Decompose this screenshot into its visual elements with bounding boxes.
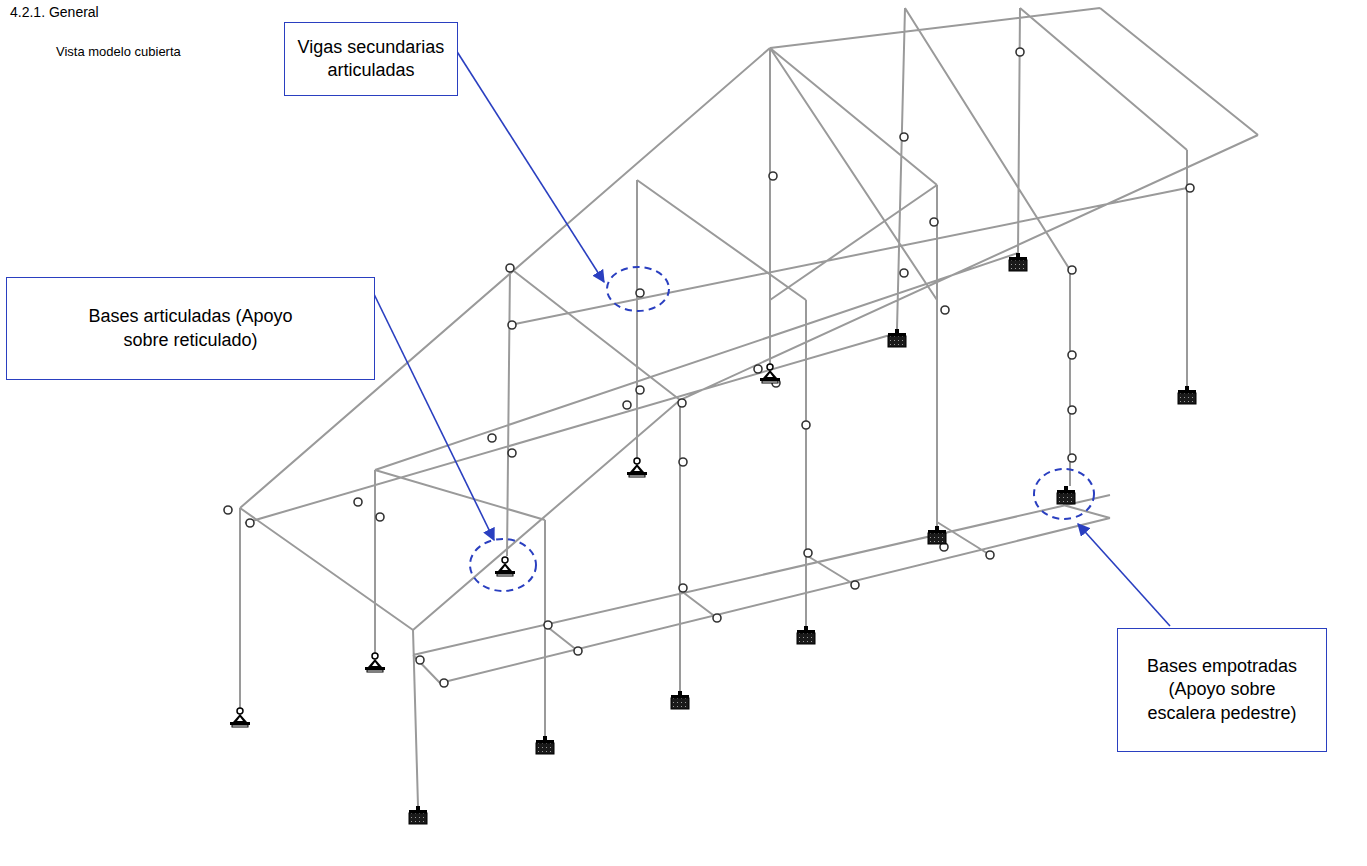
hinge-marker — [508, 321, 516, 329]
hinge-marker — [636, 386, 644, 394]
hinge-marker — [1068, 351, 1076, 359]
leader-arrow — [456, 50, 604, 282]
leader-arrow — [372, 290, 494, 540]
hinge-marker — [488, 434, 496, 442]
hinge-marker — [224, 506, 232, 514]
hinge-marker — [440, 679, 448, 687]
fixed-support — [888, 329, 906, 347]
fixed-support — [1178, 386, 1196, 404]
hinge-marker — [930, 218, 938, 226]
pinned-support — [230, 708, 250, 727]
hinge-marker — [1068, 266, 1076, 274]
hinge-marker — [1186, 184, 1194, 192]
hinge-marker — [679, 458, 687, 466]
hinge-marker — [851, 581, 859, 589]
callout-text: Bases empotradas (Apoyo sobre escalera p… — [1136, 655, 1308, 725]
fixed-support — [1057, 486, 1075, 504]
fixed-support — [536, 736, 554, 754]
hinge-marker — [802, 421, 810, 429]
callout-text: Vigas secundarias articuladas — [293, 36, 449, 83]
hinge-marker — [246, 519, 254, 527]
callout-box: Bases articuladas (Apoyo sobre reticulad… — [6, 277, 375, 380]
highlight-circle — [607, 267, 669, 311]
hinge-marker — [1068, 454, 1076, 462]
fixed-support — [928, 526, 946, 544]
callout-box: Bases empotradas (Apoyo sobre escalera p… — [1117, 628, 1327, 752]
callout-text: Bases articuladas (Apoyo sobre reticulad… — [76, 305, 306, 352]
hinge-marker — [508, 449, 516, 457]
hinge-marker — [1068, 406, 1076, 414]
pinned-support — [365, 653, 385, 672]
hinge-marker — [636, 289, 644, 297]
hinge-marker — [574, 647, 582, 655]
callout-box: Vigas secundarias articuladas — [284, 22, 458, 96]
highlight-circle — [1034, 469, 1094, 519]
hinge-marker — [900, 269, 908, 277]
section-heading: 4.2.1. General — [10, 4, 99, 20]
pinned-support — [627, 458, 647, 477]
fixed-support — [671, 691, 689, 709]
highlight-circle — [470, 539, 536, 591]
fixed-support — [797, 626, 815, 644]
hinge-marker — [804, 549, 812, 557]
pinned-support — [760, 364, 780, 383]
hinge-marker — [376, 513, 384, 521]
hinge-marker — [900, 133, 908, 141]
pinned-support — [495, 557, 515, 576]
hinge-marker — [769, 172, 777, 180]
hinge-marker — [941, 306, 949, 314]
fixed-support — [409, 806, 427, 824]
hinge-marker — [416, 656, 424, 664]
frame-members — [240, 8, 1258, 806]
hinge-marker — [713, 614, 721, 622]
fixed-support — [1009, 253, 1027, 271]
hinge-marker — [623, 401, 631, 409]
hinge-marker — [754, 365, 762, 373]
leader-arrows — [372, 50, 1170, 626]
hinge-marker — [1016, 48, 1024, 56]
hinge-marker — [678, 399, 686, 407]
hinge-marker — [506, 264, 514, 272]
leader-arrow — [1078, 524, 1170, 626]
hinge-marker — [679, 584, 687, 592]
hinge-marker — [986, 551, 994, 559]
view-label: Vista modelo cubierta — [56, 44, 181, 59]
callout-highlights — [470, 267, 1094, 591]
hinge-marker — [354, 498, 362, 506]
hinge-marker — [544, 621, 552, 629]
